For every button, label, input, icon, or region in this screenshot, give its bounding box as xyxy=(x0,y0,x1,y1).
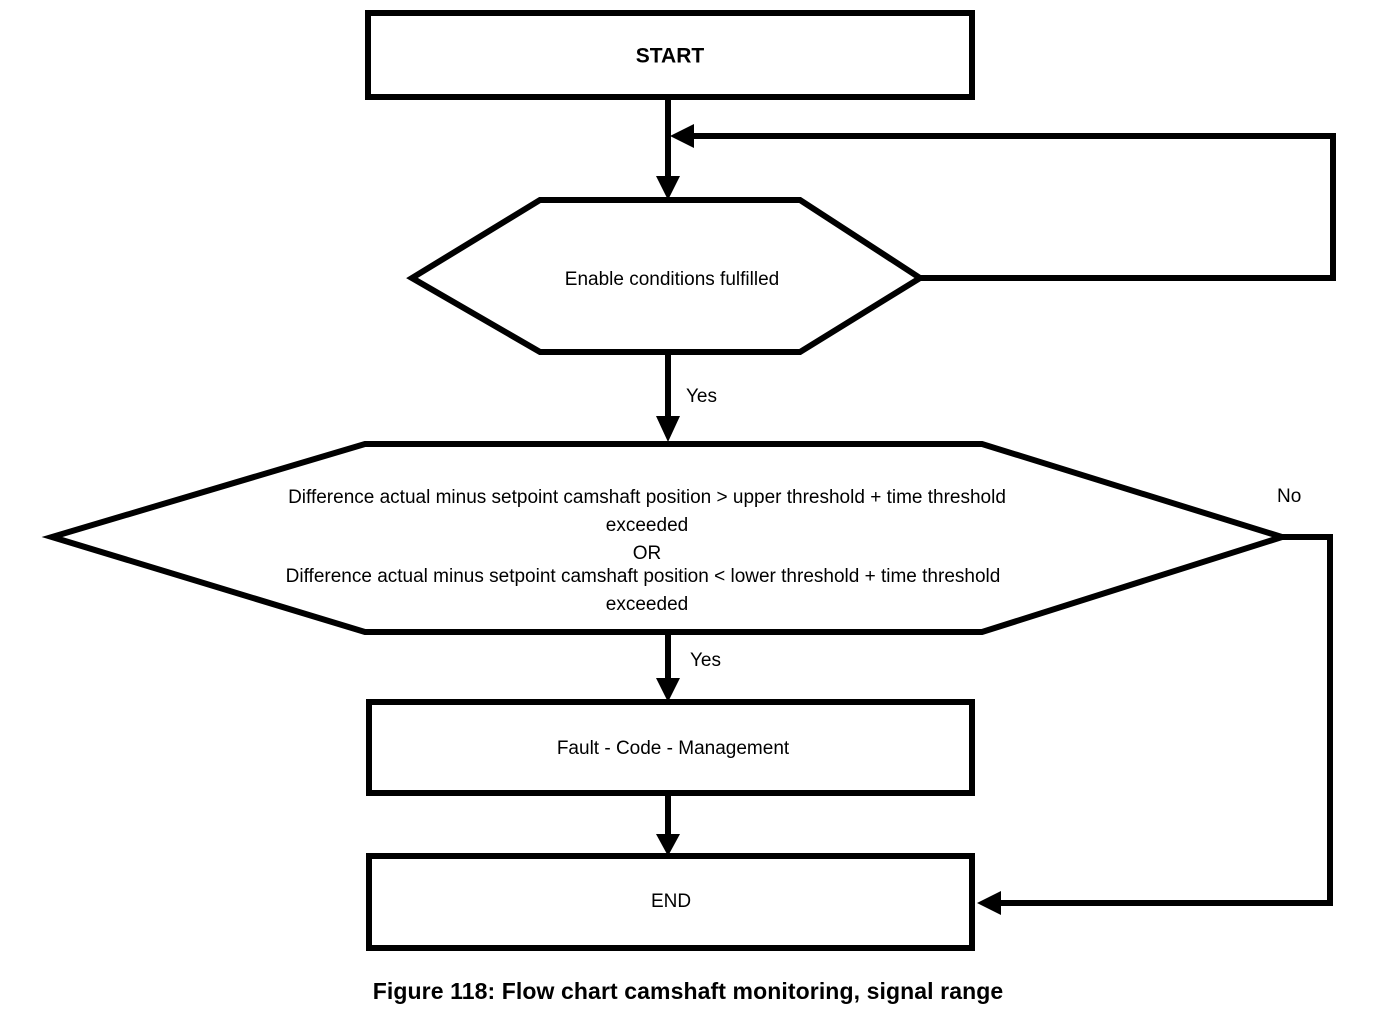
edge-label-threshold-yes: Yes xyxy=(690,650,721,671)
node-enable-conditions[interactable]: Enable conditions fulfilled xyxy=(406,197,926,355)
edge-threshold-no-to-end: No xyxy=(977,486,1333,915)
threshold-label-line4: Difference actual minus setpoint camshaf… xyxy=(286,566,1001,587)
edge-threshold-no-arrowhead xyxy=(977,891,1001,915)
node-start[interactable]: START xyxy=(365,10,975,100)
edge-fault-to-end-arrowhead xyxy=(656,834,680,856)
edge-threshold-no-path xyxy=(997,534,1333,906)
node-fault-code-management[interactable]: Fault - Code - Management xyxy=(366,699,975,796)
start-label: START xyxy=(636,45,705,68)
end-box-outline xyxy=(366,853,975,951)
threshold-label-line2: exceeded xyxy=(606,515,688,536)
threshold-label-line1: Difference actual minus setpoint camshaf… xyxy=(288,487,1006,508)
enable-label: Enable conditions fulfilled xyxy=(565,269,779,290)
node-end[interactable]: END xyxy=(366,853,975,951)
edge-threshold-to-fault-arrowhead xyxy=(656,678,680,702)
edge-start-to-enable-arrowhead xyxy=(656,176,680,200)
end-label: END xyxy=(651,891,691,912)
threshold-label-line3: OR xyxy=(633,543,662,564)
edge-label-threshold-no: No xyxy=(1277,486,1301,507)
threshold-hexagon-outline xyxy=(41,441,1293,635)
fault-label: Fault - Code - Management xyxy=(557,738,790,759)
edge-enable-to-threshold: Yes xyxy=(656,352,717,442)
node-threshold-condition[interactable]: Difference actual minus setpoint camshaf… xyxy=(41,441,1293,635)
threshold-label-line5: exceeded xyxy=(606,594,688,615)
edge-enable-to-threshold-arrowhead xyxy=(656,416,680,442)
edge-threshold-to-fault: Yes xyxy=(656,632,721,702)
edge-enable-loopback xyxy=(670,124,1336,281)
edge-label-enable-yes: Yes xyxy=(686,386,717,407)
edge-enable-loopback-arrowhead xyxy=(670,124,694,148)
enable-hexagon-outline xyxy=(406,197,926,355)
edge-start-to-enable xyxy=(656,97,680,200)
edge-fault-to-end xyxy=(656,793,680,856)
fault-box-outline xyxy=(366,699,975,796)
edge-enable-loopback-path xyxy=(690,133,1336,281)
figure-caption: Figure 118: Flow chart camshaft monitori… xyxy=(372,978,1004,1004)
